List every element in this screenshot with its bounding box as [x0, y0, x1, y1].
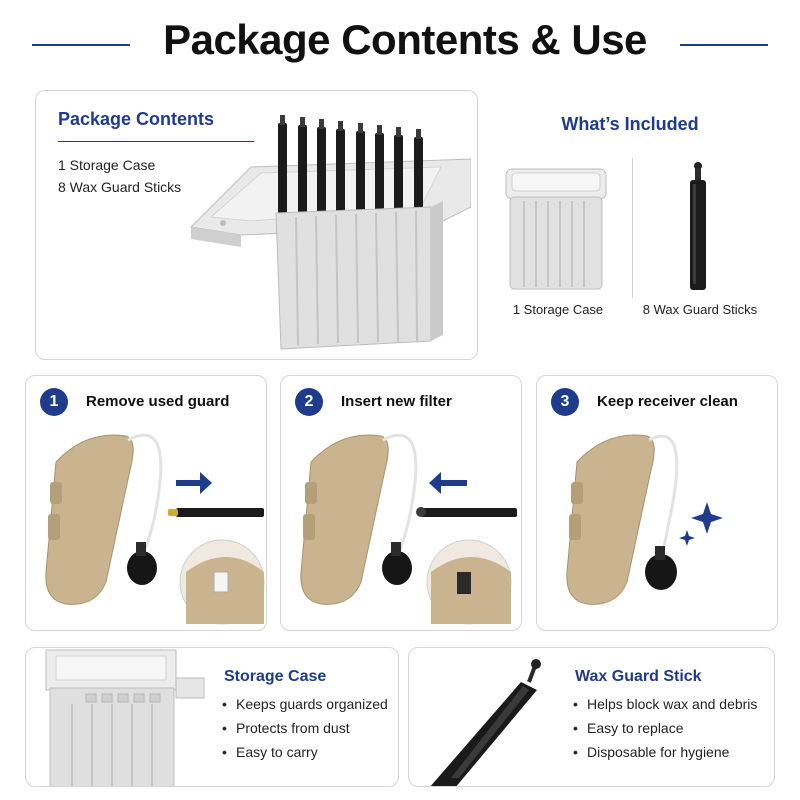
hearing-aid-clean-image — [566, 434, 723, 605]
wax-guard-stick-card: Wax Guard Stick Helps block wax and debr… — [408, 647, 775, 787]
storage-case-with-sticks-image — [189, 115, 471, 350]
package-contents-item: 8 Wax Guard Sticks — [58, 179, 182, 195]
header-rule-left — [32, 44, 130, 46]
whats-included-title: What’s Included — [561, 114, 699, 134]
storage-case-card: Storage Case Keeps guards organized Prot… — [25, 647, 399, 787]
bullet-item: Helps block wax and debris — [573, 692, 757, 716]
sparkle-icon — [679, 502, 723, 546]
package-contents-title: Package Contents — [58, 109, 215, 129]
wax-guard-stick-bullets: Helps block wax and debris Easy to repla… — [573, 692, 757, 764]
whats-included-label: 8 Wax Guard Sticks — [642, 302, 758, 317]
wax-guard-stick-closeup-image — [430, 659, 541, 786]
wax-guard-stick-title: Wax Guard Stick — [575, 668, 702, 685]
storage-case-closed-image — [505, 168, 607, 290]
left-arrow-icon — [429, 472, 467, 494]
step-title: Remove used guard — [86, 393, 230, 410]
bullet-item: Easy to carry — [222, 740, 388, 764]
hearing-aid-insert-image — [300, 433, 517, 625]
bullet-item: Keeps guards organized — [222, 692, 388, 716]
step-title: Insert new filter — [341, 393, 452, 410]
step-number-badge: 1 — [40, 388, 68, 416]
wax-guard-stick-image — [690, 162, 706, 290]
step-number-badge: 3 — [551, 388, 579, 416]
whats-included-divider — [632, 158, 633, 298]
page-title: Package Contents & Use — [163, 16, 647, 63]
bullet-item: Easy to replace — [573, 716, 757, 740]
storage-case-title: Storage Case — [224, 668, 327, 685]
step-number-badge: 2 — [295, 388, 323, 416]
package-contents-item: 1 Storage Case — [58, 157, 156, 173]
package-contents-rule — [58, 141, 254, 142]
step-title: Keep receiver clean — [597, 393, 738, 410]
whats-included-label: 1 Storage Case — [512, 302, 604, 317]
right-arrow-icon — [176, 472, 212, 494]
header-rule-right — [680, 44, 768, 46]
step-card-insert: 2 Insert new filter — [280, 375, 522, 631]
package-contents-card: Package Contents 1 Storage Case 8 Wax Gu… — [35, 90, 478, 360]
bullet-item: Disposable for hygiene — [573, 740, 757, 764]
storage-case-closeup-image — [45, 649, 205, 786]
hearing-aid-remove-image — [45, 433, 265, 625]
storage-case-bullets: Keeps guards organized Protects from dus… — [222, 692, 388, 764]
bullet-item: Protects from dust — [222, 716, 388, 740]
page-header: Package Contents & Use — [0, 14, 800, 74]
step-card-remove: 1 Remove used guard — [25, 375, 267, 631]
step-card-clean: 3 Keep receiver clean — [536, 375, 778, 631]
